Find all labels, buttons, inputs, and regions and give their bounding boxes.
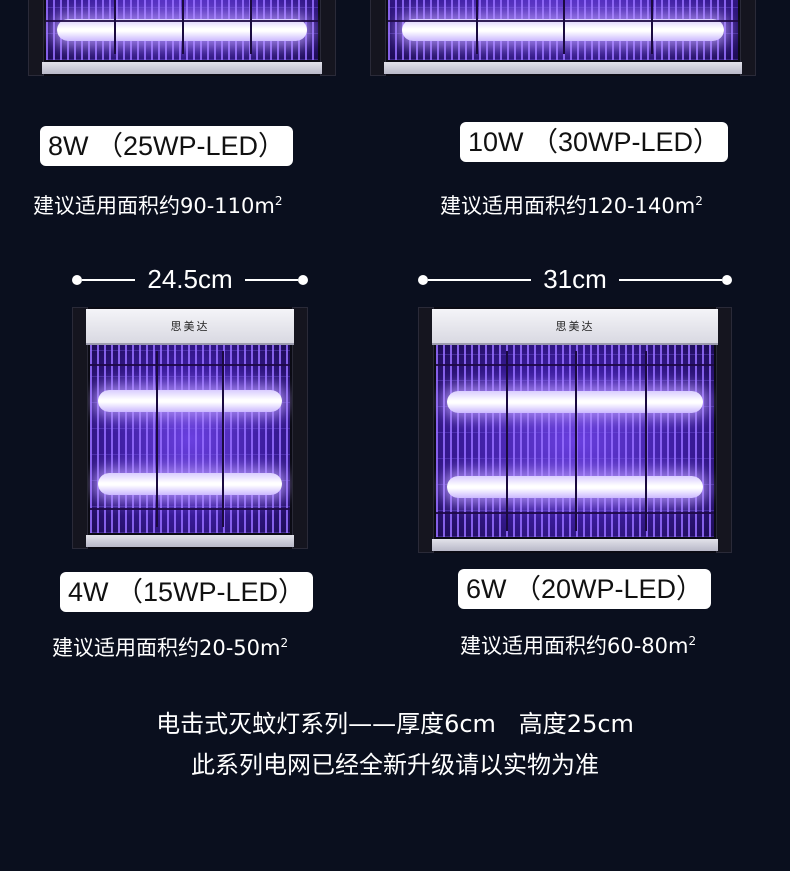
lamp-8w-image: [28, 0, 336, 76]
lamp-10w-image: [370, 0, 756, 76]
area-text: 建议适用面积约60-80m: [460, 634, 689, 658]
brand-text: 思美达: [555, 320, 595, 333]
dimension-small: 24.5cm: [72, 264, 309, 295]
dimension-dot-icon: [72, 274, 82, 285]
area-superscript: 2: [688, 634, 697, 648]
power-label-10w: 10W （30WP-LED）: [460, 122, 729, 162]
lamp-4w-image: 思美达: [72, 307, 308, 549]
area-text: 建议适用面积约120-140m: [440, 194, 696, 218]
lamp-6w-image: 思美达: [418, 307, 732, 553]
dimension-line: [618, 278, 723, 281]
brand-text: 思美达: [170, 320, 210, 333]
dimension-line: [428, 278, 532, 281]
area-superscript: 2: [280, 636, 289, 650]
dimension-dot-icon: [722, 274, 733, 285]
lamp-brand-bar: 思美达: [432, 309, 718, 345]
dimension-dot-icon: [418, 274, 428, 285]
power-label-4w: 4W （15WP-LED）: [60, 572, 314, 612]
power-label-6w: 6W （20WP-LED）: [458, 569, 712, 609]
area-text-8w: 建议适用面积约90-110m2: [33, 190, 282, 220]
dimension-large: 31cm: [418, 264, 733, 295]
area-superscript: 2: [695, 194, 703, 208]
footer-line-1: 电击式灭蚊灯系列——厚度6cm 高度25cm: [156, 710, 634, 738]
dimension-line: [82, 278, 136, 281]
footer-line-2: 此系列电网已经全新升级请以实物为准: [191, 751, 599, 779]
dimension-small-text: 24.5cm: [147, 264, 233, 294]
dimension-dot-icon: [298, 274, 309, 285]
dimension-large-text: 31cm: [543, 264, 607, 294]
area-text-4w: 建议适用面积约20-50m2: [52, 632, 288, 662]
area-text-10w: 建议适用面积约120-140m2: [440, 190, 703, 220]
lamp-brand-bar: 思美达: [86, 309, 294, 345]
area-text: 建议适用面积约90-110m: [33, 194, 275, 218]
dimension-line: [244, 278, 299, 281]
power-label-8w: 8W （25WP-LED）: [40, 126, 294, 166]
area-text: 建议适用面积约20-50m: [52, 636, 281, 660]
area-text-6w: 建议适用面积约60-80m2: [460, 630, 696, 660]
area-superscript: 2: [274, 194, 283, 208]
